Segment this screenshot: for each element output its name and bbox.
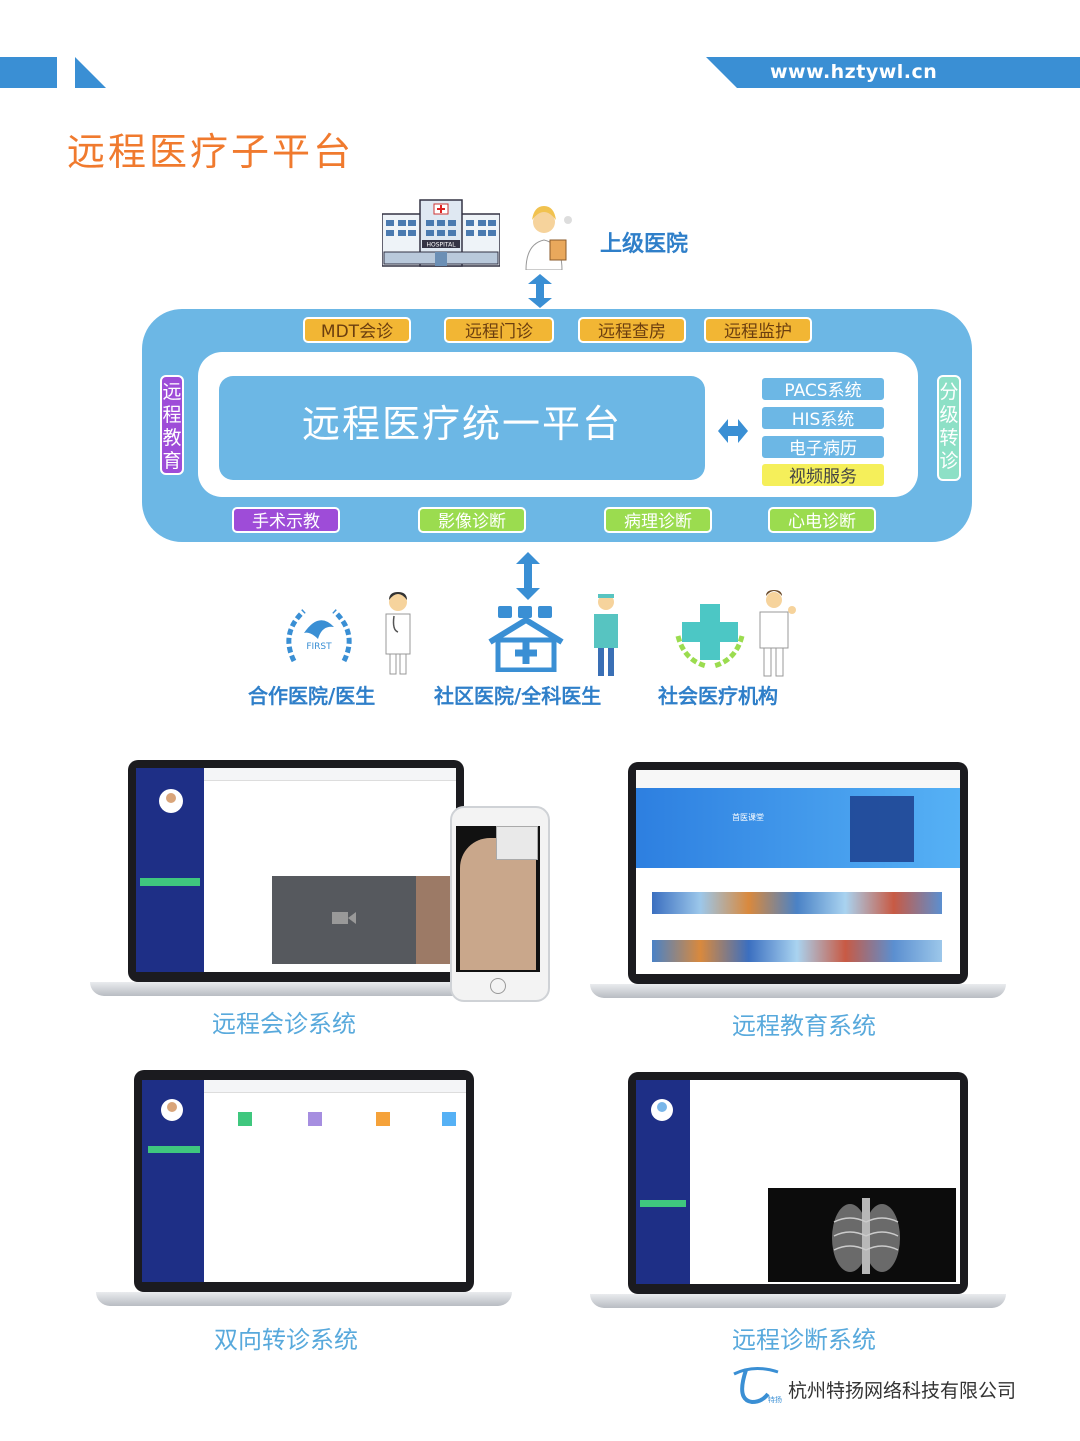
medical-cross-laurel-icon — [675, 604, 745, 669]
up-down-arrow-icon — [516, 552, 540, 600]
education-system-label: 远程教育系统 — [732, 1012, 876, 1040]
superior-hospital-label: 上级医院 — [600, 232, 689, 257]
nurse-icon — [594, 594, 618, 676]
system-pacs: PACS系统 — [760, 376, 886, 402]
header-bar-right — [706, 57, 1080, 88]
service-mdt: MDT会诊 — [303, 317, 411, 343]
video-camera-icon — [332, 912, 356, 924]
up-down-arrow-icon — [528, 274, 552, 308]
system-video: 视频服务 — [760, 462, 886, 488]
service-imaging-diagnosis: 影像诊断 — [418, 507, 526, 533]
community-hospital-label: 社区医院/全科医生 — [434, 684, 602, 708]
first-logo-text: FIRST — [306, 642, 332, 652]
system-his: HIS系统 — [760, 405, 886, 431]
unified-platform-box: 远程医疗统一平台 — [219, 376, 705, 480]
avatar — [161, 1099, 183, 1121]
system-emr: 电子病历 — [760, 434, 886, 460]
hospital-building-icon: HOSPITAL — [382, 199, 500, 267]
referral-laptop — [96, 1070, 512, 1310]
avatar — [651, 1099, 673, 1121]
service-ecg-diagnosis: 心电诊断 — [768, 507, 876, 533]
social-medical-institution-label: 社会医疗机构 — [658, 684, 778, 708]
tiered-referral-vertical: 分级转诊 — [937, 375, 961, 481]
company-logo-text: 特扬 — [768, 1395, 782, 1404]
avatar — [159, 789, 183, 813]
referral-system-label: 双向转诊系统 — [214, 1326, 358, 1354]
chest-xray-icon — [832, 1198, 900, 1274]
partner-hospital-label: 合作医院/医生 — [248, 684, 376, 708]
consultation-system-label: 远程会诊系统 — [212, 1010, 356, 1038]
header-triangle-icon — [75, 57, 106, 88]
company-name: 杭州特扬网络科技有限公司 — [788, 1380, 1017, 1402]
company-logo-icon: 特扬 — [733, 1367, 782, 1404]
page-title: 远程医疗子平台 — [67, 130, 355, 174]
service-remote-outpatient: 远程门诊 — [444, 317, 554, 343]
service-pathology-diagnosis: 病理诊断 — [604, 507, 712, 533]
senior-doctor-icon — [525, 206, 572, 270]
education-laptop: 首医课堂 — [590, 762, 1006, 1002]
hospital-sign-text: HOSPITAL — [426, 242, 456, 249]
website-url[interactable]: www.hztywl.cn — [770, 61, 938, 83]
service-surgery-demo: 手术示教 — [232, 507, 340, 533]
consultation-laptop — [90, 760, 550, 1002]
service-remote-rounds: 远程查房 — [578, 317, 686, 343]
first-hospital-logo-icon: FIRST — [286, 609, 352, 663]
service-remote-monitoring: 远程监护 — [704, 317, 812, 343]
course-banner-title: 首医课堂 — [732, 813, 764, 822]
community-hospital-icon — [488, 606, 564, 672]
diagnosis-system-label: 远程诊断系统 — [732, 1326, 876, 1354]
male-doctor-icon — [385, 592, 411, 675]
header-bar-left — [0, 57, 57, 88]
remote-education-vertical: 远程教育 — [160, 375, 184, 475]
left-right-arrow-icon — [718, 419, 748, 443]
diagnosis-laptop — [590, 1072, 1006, 1312]
doctor-thumbs-up-icon — [759, 590, 796, 677]
